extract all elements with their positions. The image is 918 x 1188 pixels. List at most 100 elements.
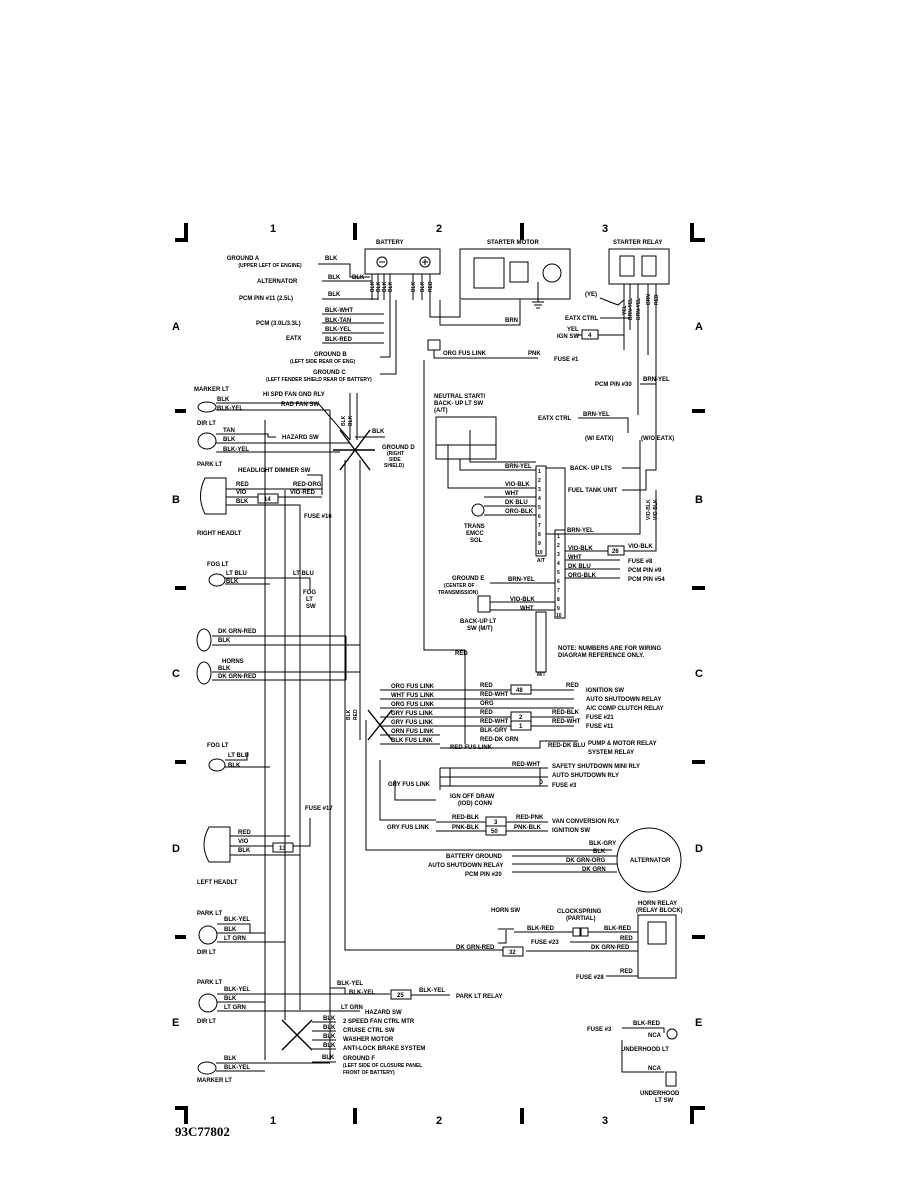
svg-text:BLK: BLK [238,848,251,854]
underhood-lt-label: UNDERHOOD LT [621,1047,669,1053]
svg-text:FUSE #3: FUSE #3 [552,783,577,789]
svg-text:SHIELD): SHIELD) [384,463,404,469]
svg-text:PNK-BLK: PNK-BLK [452,825,480,831]
svg-text:A/T: A/T [537,558,545,564]
svg-text:BLK: BLK [218,666,231,672]
svg-text:25: 25 [397,993,404,999]
svg-text:SOL: SOL [470,538,483,544]
svg-text:48: 48 [516,688,523,694]
svg-text:BLK-RED: BLK-RED [604,926,632,932]
left-headlt-label: LEFT HEADLT [197,880,238,886]
svg-text:BLK FUS LINK: BLK FUS LINK [391,738,433,744]
svg-text:PCM PIN #20: PCM PIN #20 [465,872,502,878]
svg-text:5: 5 [557,570,560,576]
svg-text:RED: RED [353,709,359,720]
svg-text:BLK-RED: BLK-RED [527,926,555,932]
svg-text:(PARTIAL): (PARTIAL) [566,916,596,922]
svg-text:PCM PIN #9: PCM PIN #9 [628,568,662,574]
svg-text:GRY FUS LINK: GRY FUS LINK [388,782,431,788]
svg-text:BLK-RED: BLK-RED [633,1021,661,1027]
svg-text:BRN-YEL: BRN-YEL [636,298,642,320]
horns-label: HORNS [222,659,244,665]
svg-text:BLK: BLK [223,437,236,443]
left-headlt-icon [203,826,231,863]
fuse1-label: FUSE #1 [554,357,579,363]
svg-text:LT SW: LT SW [655,1098,674,1104]
marker-lt-label: MARKER LT [194,387,229,393]
svg-text:BACK- UP LT SW: BACK- UP LT SW [434,401,483,407]
neutral-start-switch: NEUTRAL START/ BACK- UP LT SW (A/T) BRN-… [434,394,674,544]
svg-text:RED: RED [620,936,633,942]
svg-text:YEL: YEL [567,327,579,333]
svg-text:BLK: BLK [224,1056,237,1062]
svg-text:3: 3 [538,487,541,493]
svg-text:VIO-BLK: VIO-BLK [646,499,652,520]
svg-text:IGNITION SW: IGNITION SW [552,828,590,834]
svg-text:BLK-YEL: BLK-YEL [217,406,243,412]
svg-text:RED: RED [428,281,434,292]
svg-text:BLK-YEL: BLK-YEL [224,917,250,923]
svg-text:VIO-BLK: VIO-BLK [505,482,530,488]
svg-text:VAN CONVERSION RLY: VAN CONVERSION RLY [552,819,619,825]
svg-text:BLK: BLK [218,638,231,644]
svg-text:RED: RED [654,294,660,305]
svg-text:ORG-BLK: ORG-BLK [505,509,534,515]
svg-text:RED: RED [238,830,251,836]
svg-text:(W/ EATX): (W/ EATX) [585,436,614,442]
row-a-left: GROUND A (UPPER LEFT OF ENGINE) BLK ALTE… [227,256,397,383]
svg-text:CLOCKSPRING: CLOCKSPRING [557,909,602,915]
svg-text:26: 26 [612,549,619,555]
svg-text:FRONT OF BATTERY): FRONT OF BATTERY) [343,1070,395,1076]
svg-text:FUSE #17: FUSE #17 [305,806,333,812]
grid-row-e-right: E [695,1017,702,1029]
svg-text:CRUISE CTRL SW: CRUISE CTRL SW [343,1028,395,1034]
svg-text:FUSE #8: FUSE #8 [628,559,653,565]
grid-col-1-bottom: 1 [270,1115,276,1127]
svg-text:BLK: BLK [217,397,230,403]
svg-text:(LEFT SIDE OF CLOSURE PANEL: (LEFT SIDE OF CLOSURE PANEL [343,1063,422,1069]
svg-text:BLK: BLK [352,275,365,281]
svg-text:BLK: BLK [593,849,606,855]
eatx-ctrl-label-2: EATX CTRL [538,416,572,422]
svg-text:8: 8 [557,597,560,603]
svg-text:SYSTEM RELAY: SYSTEM RELAY [588,750,634,756]
svg-text:DK GRN-RED: DK GRN-RED [218,629,257,635]
svg-text:GROUND D: GROUND D [382,445,415,451]
svg-text:RED: RED [566,683,579,689]
svg-text:WHT FUS LINK: WHT FUS LINK [391,693,435,699]
svg-text:RED-WHT: RED-WHT [480,692,509,698]
svg-text:SW: SW [306,604,316,610]
alternator-title: ALTERNATOR [630,858,671,864]
svg-text:BLK-YEL: BLK-YEL [349,990,375,996]
svg-text:BLK: BLK [370,281,376,292]
ground-b-label: GROUND B [314,352,347,358]
svg-text:BLK: BLK [388,281,394,292]
svg-text:VIO: VIO [238,839,249,845]
svg-text:FUSE #16: FUSE #16 [304,514,332,520]
eatx-label: EATX [286,336,302,342]
svg-text:LT BLU: LT BLU [293,571,314,577]
svg-text:(YE): (YE) [585,292,597,298]
svg-text:8: 8 [538,532,541,538]
svg-text:BRN-YEL: BRN-YEL [583,412,610,418]
svg-text:LT GRN: LT GRN [224,1005,246,1011]
svg-text:(LEFT FENDER SHIELD REAR OF BA: (LEFT FENDER SHIELD REAR OF BATTERY) [266,377,372,383]
svg-text:PNK-BLK: PNK-BLK [514,825,542,831]
alternator-label: ALTERNATOR [257,279,298,285]
svg-text:IGNITION SW: IGNITION SW [586,688,624,694]
svg-text:PARK LT: PARK LT [197,911,222,917]
svg-text:RED-PNK: RED-PNK [516,815,544,821]
svg-text:(W/O EATX): (W/O EATX) [641,436,674,442]
svg-text:DIAGRAM REFERENCE ONLY.: DIAGRAM REFERENCE ONLY. [558,653,644,659]
svg-text:VIO-BLK: VIO-BLK [510,597,535,603]
svg-text:YEL: YEL [622,305,628,315]
fuse-link-block: ORG FUS LINK WHT FUS LINK ORG FUS LINK G… [379,683,664,836]
svg-text:PUMP & MOTOR RELAY: PUMP & MOTOR RELAY [588,741,657,747]
svg-text:FUSE #3: FUSE #3 [587,1027,612,1033]
svg-text:BLK: BLK [236,499,249,505]
svg-text:BLK: BLK [224,996,237,1002]
svg-text:(IOD) CONN: (IOD) CONN [458,801,492,807]
svg-text:NCA: NCA [648,1033,662,1039]
svg-text:RAD FAN SW: RAD FAN SW [281,402,319,408]
svg-text:AUTO SHUTDOWN RELAY: AUTO SHUTDOWN RELAY [428,863,503,869]
